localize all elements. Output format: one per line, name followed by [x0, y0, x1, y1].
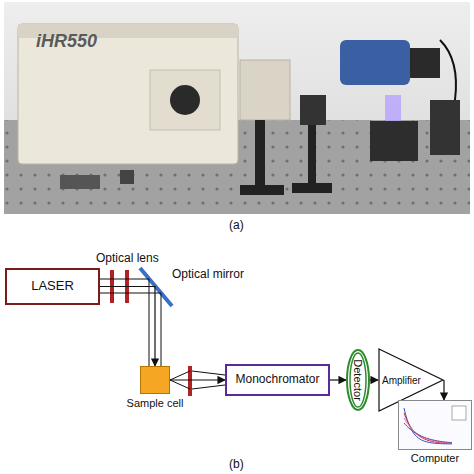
filter: [120, 170, 134, 184]
light-beam: [100, 279, 149, 280]
camera-body: [340, 40, 410, 85]
post-mount: [255, 120, 265, 190]
signal-arrow: [330, 379, 346, 380]
light-beam: [100, 293, 161, 294]
panel-label: (a): [229, 219, 244, 232]
node-text: LASER: [31, 279, 74, 293]
signal-arrow: [370, 379, 378, 380]
optical-lens: [110, 270, 114, 303]
node-text: Amplifier: [378, 375, 421, 386]
light-beam: [192, 385, 225, 389]
decay-curve: [404, 408, 452, 444]
cuvette-holder: [370, 121, 418, 161]
signal-arrow: [170, 379, 225, 380]
post-base: [292, 183, 332, 193]
computer-screen: Computer: [398, 400, 472, 450]
light-beam: [192, 371, 225, 375]
component-label: Optical lens: [96, 252, 159, 265]
signal-arrow: [100, 287, 155, 367]
light-beam: [170, 371, 190, 380]
light-beam: [149, 279, 150, 366]
detector-ring: [347, 350, 369, 410]
optical-table: [4, 120, 470, 214]
node-text: Monochromator: [235, 373, 319, 386]
node-text: Detector: [352, 359, 364, 401]
detector-ring: [350, 353, 366, 407]
post-base: [240, 185, 284, 195]
panel-label: (b): [229, 458, 244, 471]
entrance-port: [170, 85, 200, 115]
front-plate: [150, 70, 220, 130]
decay-curve: [404, 413, 452, 444]
camera-lens: [410, 48, 440, 78]
signal-arrow: [443, 380, 444, 400]
instrument-model: iHR550: [36, 32, 97, 52]
screen-plot: [398, 400, 472, 450]
laser-box: LASER: [5, 268, 100, 305]
node-text: Sample cell: [127, 397, 184, 409]
photo-background: [4, 2, 470, 214]
monochromator-box: Monochromator: [225, 364, 330, 396]
optical-mirror: [140, 268, 172, 306]
light-beam: [170, 380, 190, 389]
decay-curve: [404, 423, 452, 443]
optical-lens: [188, 366, 192, 396]
laser-mount: [430, 100, 460, 155]
cuvette: [385, 95, 401, 121]
detector-ellipse: Detector: [346, 349, 370, 411]
side-housing: [240, 60, 290, 120]
cable: [440, 40, 456, 100]
node-text: Computer: [411, 452, 459, 464]
filter: [60, 175, 100, 189]
table-holes: [4, 120, 470, 214]
sample-cell: Sample cell: [140, 366, 170, 394]
plot-legend-box: [452, 406, 466, 420]
component-label: Optical mirror: [172, 268, 244, 281]
lens-mount: [300, 95, 326, 125]
screen-frame: [399, 401, 472, 450]
decay-curve: [404, 418, 452, 443]
monochromator-body: [18, 24, 238, 164]
light-beam: [161, 293, 162, 366]
optical-lens: [125, 270, 129, 303]
post-mount: [308, 125, 316, 187]
